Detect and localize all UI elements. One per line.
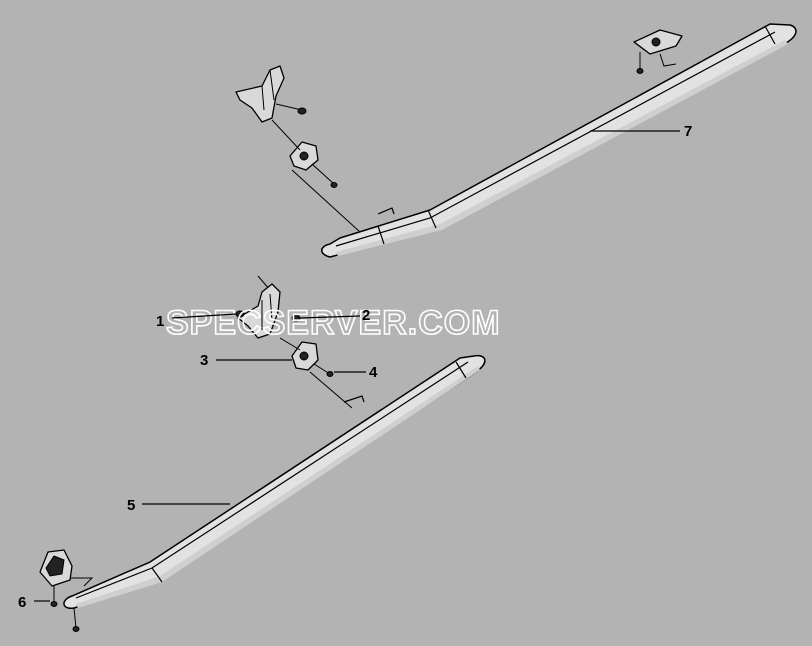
- upper-rear-link: [659, 53, 677, 67]
- upper-rear-bolt: [636, 68, 644, 74]
- upper-rail-top-edge: [335, 31, 776, 247]
- lower-rear-link: [70, 577, 94, 587]
- lower-rear-bolt-2: [72, 626, 80, 632]
- lower-mount-plate-hole: [299, 351, 309, 361]
- lower-hanger-bracket: [237, 283, 281, 339]
- lower-front-bracket-assembly: [235, 275, 353, 409]
- upper-rail-cap-left-2: [427, 209, 437, 229]
- lower-plate-nut: [326, 371, 334, 377]
- callout-label-4: 4: [369, 364, 378, 381]
- upper-rail-notch: [377, 207, 395, 215]
- upper-rear-bracket-hole: [651, 37, 661, 47]
- upper-rail-cap-right: [764, 25, 776, 45]
- lower-assembly-line: [279, 337, 353, 409]
- upper-front-bracket-assembly: [235, 65, 361, 233]
- upper-hanger-bracket-fold: [261, 69, 275, 111]
- upper-plate-stud: [311, 163, 335, 185]
- lower-rear-bracket-assembly: [39, 549, 94, 632]
- callout-5: 5: [127, 497, 230, 514]
- callout-label-3: 3: [200, 352, 208, 369]
- upper-mount-plate-hole: [299, 151, 309, 161]
- upper-assembly-line: [271, 119, 361, 233]
- callout-label-6: 6: [18, 594, 26, 611]
- callout-label-1: 1: [156, 313, 164, 330]
- lower-rear-bracket-core: [45, 555, 65, 577]
- leader-line-2: [299, 315, 361, 319]
- lower-rail-cap-right: [455, 361, 467, 379]
- upper-bolt-line: [275, 103, 303, 111]
- lower-rail-cap-left: [151, 567, 163, 583]
- upper-plate-nut: [330, 182, 338, 188]
- upper-side-step-rail: [321, 23, 797, 258]
- watermark-text: SPECSERVER.COM: [166, 304, 501, 342]
- lower-hanger-fold: [261, 293, 273, 330]
- callout-label-7: 7: [684, 123, 692, 140]
- lower-rear-bolt-1: [50, 601, 58, 607]
- callout-label-2: 2: [362, 307, 370, 324]
- upper-hanger-bracket: [235, 65, 285, 123]
- leader-line-1: [171, 313, 237, 319]
- callout-label-5: 5: [127, 497, 135, 514]
- callout-1: 1: [156, 313, 237, 330]
- upper-bolt-head: [297, 107, 307, 115]
- callout-7: 7: [590, 123, 692, 140]
- callout-2: 2: [299, 307, 370, 324]
- callout-3: 3: [200, 352, 292, 369]
- lower-rail-notch: [343, 395, 365, 403]
- upper-rail-cap-left-1: [377, 225, 385, 245]
- upper-rear-bracket-assembly: [633, 29, 683, 74]
- callout-4: 4: [334, 364, 378, 381]
- callout-6: 6: [18, 594, 50, 611]
- lower-side-step-rail: [63, 354, 486, 609]
- lower-rail-body: [63, 354, 486, 609]
- lower-rear-stud-2: [73, 607, 77, 629]
